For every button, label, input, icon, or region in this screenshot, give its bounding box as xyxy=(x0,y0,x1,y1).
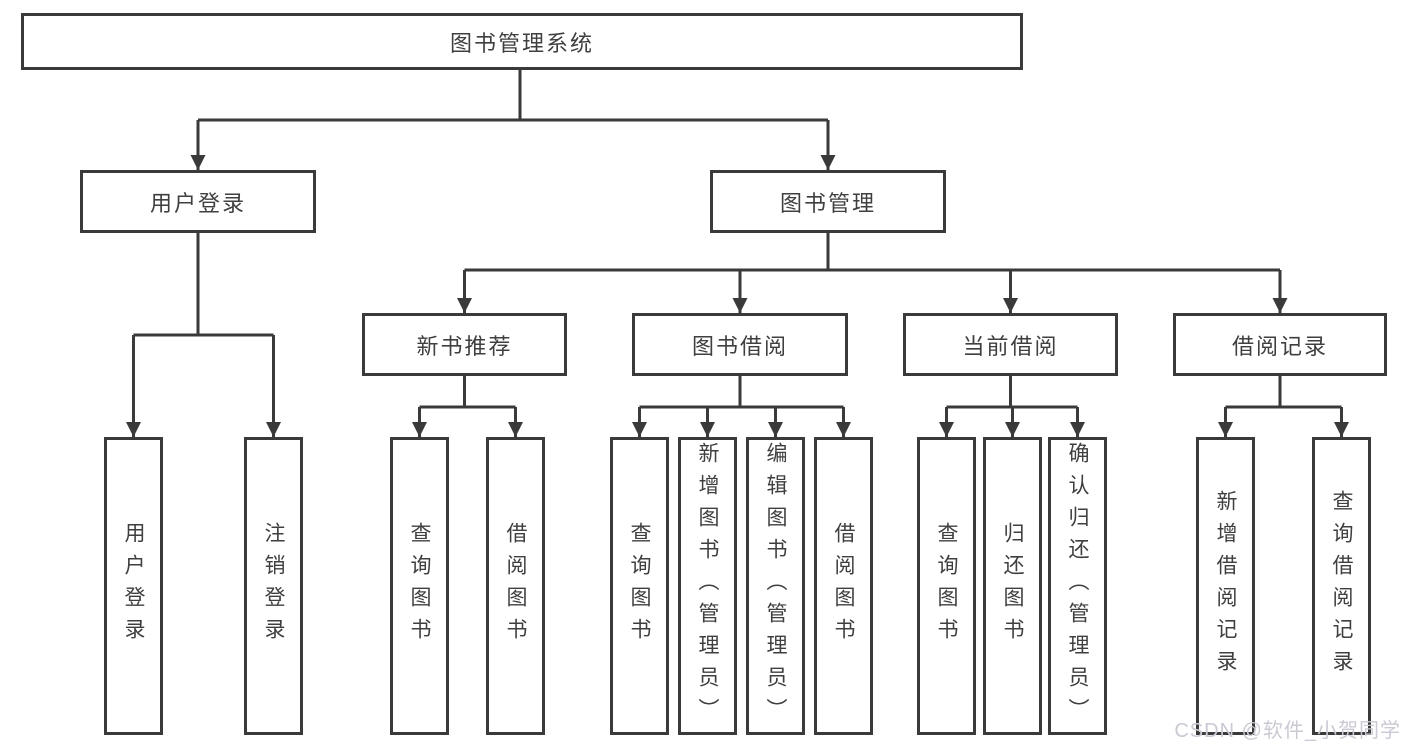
leaf-current-confirm-return-admin-label: 确认归还（管理员） xyxy=(1066,442,1089,730)
node-book-management-label: 图书管理 xyxy=(779,190,876,216)
node-new-book-recommend: 新书推荐 xyxy=(362,313,567,376)
leaf-logout-label: 注销登录 xyxy=(262,522,285,650)
edge-login-bus xyxy=(133,233,274,337)
edge-current-bus xyxy=(946,376,1078,409)
edge-newbook-bus xyxy=(419,376,516,409)
edge-root-bus xyxy=(198,70,828,122)
leaf-borrow-borrow-books-label: 借阅图书 xyxy=(832,522,855,650)
leaf-newbook-query-books-label: 查询图书 xyxy=(408,522,431,650)
node-current-borrowing-label: 当前借阅 xyxy=(962,333,1059,359)
leaf-logout: 注销登录 xyxy=(244,437,303,735)
leaf-current-confirm-return-admin: 确认归还（管理员） xyxy=(1048,437,1107,735)
edge-records-bus xyxy=(1225,376,1342,409)
leaf-records-add-record: 新增借阅记录 xyxy=(1196,437,1255,735)
node-book-borrowing: 图书借阅 xyxy=(632,313,848,376)
node-borrowing-records-label: 借阅记录 xyxy=(1231,333,1328,359)
leaf-current-return-books-label: 归还图书 xyxy=(1001,522,1024,650)
node-current-borrowing: 当前借阅 xyxy=(903,313,1118,376)
leaf-newbook-query-books: 查询图书 xyxy=(390,437,449,735)
node-book-borrowing-label: 图书借阅 xyxy=(691,333,788,359)
leaf-current-query-books-label: 查询图书 xyxy=(935,522,958,650)
leaf-user-login-label: 用户登录 xyxy=(122,522,145,650)
leaf-borrow-add-books-admin: 新增图书（管理员） xyxy=(678,437,737,735)
leaf-current-query-books: 查询图书 xyxy=(917,437,976,735)
leaf-borrow-borrow-books: 借阅图书 xyxy=(814,437,873,735)
leaf-user-login: 用户登录 xyxy=(104,437,163,735)
leaf-borrow-query-books-label: 查询图书 xyxy=(628,522,651,650)
node-user-login: 用户登录 xyxy=(80,170,316,233)
leaf-borrow-add-books-admin-label: 新增图书（管理员） xyxy=(696,442,719,730)
node-borrowing-records: 借阅记录 xyxy=(1173,313,1387,376)
leaf-borrow-edit-books-admin-label: 编辑图书（管理员） xyxy=(764,442,787,730)
leaf-records-add-record-label: 新增借阅记录 xyxy=(1214,490,1237,682)
node-user-login-label: 用户登录 xyxy=(149,190,246,216)
leaf-records-query-record-label: 查询借阅记录 xyxy=(1330,490,1353,682)
edge-borrow-bus xyxy=(639,376,844,409)
node-root-label: 图书管理系统 xyxy=(449,30,594,56)
leaf-borrow-query-books: 查询图书 xyxy=(610,437,669,735)
leaf-newbook-borrow-books-label: 借阅图书 xyxy=(504,522,527,650)
node-book-management: 图书管理 xyxy=(710,170,946,233)
leaf-current-return-books: 归还图书 xyxy=(983,437,1042,735)
leaf-borrow-edit-books-admin: 编辑图书（管理员） xyxy=(746,437,805,735)
csdn-watermark: CSDN @软件_小贺同学 xyxy=(1174,720,1401,742)
node-root: 图书管理系统 xyxy=(21,13,1023,70)
edge-manage-bus xyxy=(464,233,1280,272)
node-new-book-recommend-label: 新书推荐 xyxy=(416,333,513,359)
leaf-newbook-borrow-books: 借阅图书 xyxy=(486,437,545,735)
leaf-records-query-record: 查询借阅记录 xyxy=(1312,437,1371,735)
